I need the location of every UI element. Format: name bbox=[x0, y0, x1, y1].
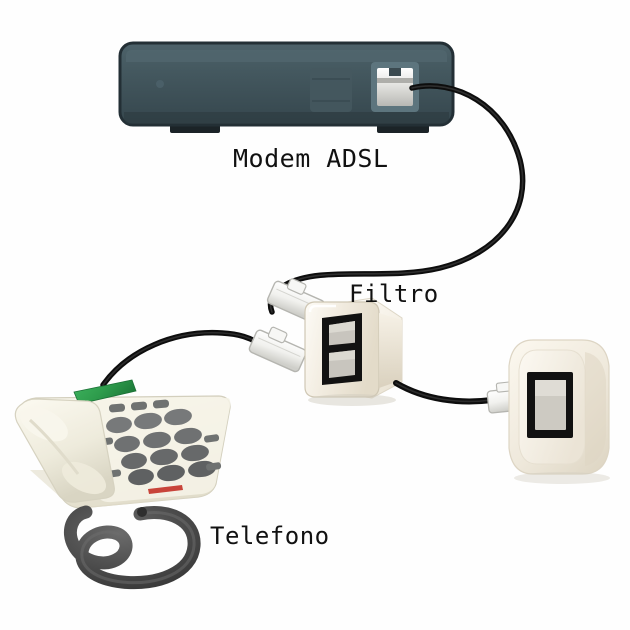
phone-key-1[interactable] bbox=[105, 415, 133, 434]
phone-key-8[interactable] bbox=[149, 447, 179, 467]
modem-body bbox=[118, 41, 455, 127]
phone-keypad[interactable] bbox=[105, 407, 217, 487]
label-telefono: Telefono bbox=[210, 522, 330, 550]
cable-phone-to-filter bbox=[100, 329, 261, 388]
phone-brand-accent bbox=[148, 485, 183, 494]
filter-side-face bbox=[379, 313, 402, 388]
filter-edge-highlight bbox=[308, 304, 336, 313]
label-filtro: Filtro bbox=[349, 280, 439, 308]
phone-key-7[interactable] bbox=[120, 451, 148, 470]
filter-jack-bottom bbox=[322, 342, 362, 385]
cable-phone-line bbox=[100, 329, 261, 388]
plug-seam-bottom bbox=[258, 337, 301, 358]
label-modem-adsl: Modem ADSL bbox=[233, 144, 389, 173]
wall-socket-jack-inner-highlight bbox=[535, 380, 566, 396]
cable-phone-highlight bbox=[102, 331, 259, 386]
device-modem-adsl bbox=[118, 41, 455, 133]
filter-shadow bbox=[308, 394, 396, 406]
plug-phone-into-filter bbox=[248, 326, 307, 373]
phone-handset-mouthpiece bbox=[61, 461, 107, 495]
modem-port-socket bbox=[377, 68, 413, 106]
phone-key-6[interactable] bbox=[173, 426, 203, 446]
cable-wall-highlight bbox=[395, 382, 493, 403]
phone-function-key-1[interactable] bbox=[108, 403, 126, 413]
modem-adsl-port bbox=[371, 62, 419, 112]
modem-vent-panel bbox=[310, 68, 352, 112]
phone-handset-earpiece bbox=[20, 406, 68, 442]
phone-cord-anchor bbox=[137, 507, 147, 517]
device-filtro bbox=[304, 297, 403, 406]
device-telefono bbox=[14, 379, 231, 590]
phone-key-0[interactable] bbox=[156, 463, 186, 483]
modem-logo-dot bbox=[156, 80, 164, 88]
phone-key-2[interactable] bbox=[133, 411, 163, 431]
modem-port-clip bbox=[389, 68, 401, 76]
wall-socket-side-shade bbox=[585, 352, 606, 466]
phone-key-5[interactable] bbox=[142, 430, 172, 450]
modem-bottom-shade bbox=[124, 112, 449, 124]
plug-clip-top bbox=[286, 278, 307, 295]
phone-handset-cord-highlight bbox=[80, 511, 196, 585]
phone-key-3[interactable] bbox=[163, 407, 193, 427]
modem-port-slot bbox=[377, 78, 413, 83]
modem-top-bevel bbox=[126, 50, 447, 62]
wall-socket-shadow bbox=[514, 472, 610, 484]
plug-clip-bottom bbox=[267, 326, 288, 344]
phone-display bbox=[73, 379, 137, 405]
phone-side-key-right-1[interactable] bbox=[204, 434, 220, 443]
device-wall-socket bbox=[508, 339, 610, 484]
filter-jack-bottom-inner-highlight bbox=[329, 350, 355, 361]
filter-jack-top-inner-highlight bbox=[329, 321, 355, 333]
cable-wall-line bbox=[393, 380, 495, 405]
phone-side-key-right-2[interactable] bbox=[206, 462, 222, 471]
phone-handset-groove bbox=[28, 418, 80, 475]
cable-filter-to-wall bbox=[393, 380, 495, 405]
phone-function-key-3[interactable] bbox=[152, 399, 170, 409]
phone-key-9[interactable] bbox=[180, 443, 210, 463]
phone-function-key-2[interactable] bbox=[130, 401, 148, 411]
phone-key-star[interactable] bbox=[127, 467, 155, 486]
phone-key-4[interactable] bbox=[113, 434, 141, 453]
wall-socket-jack bbox=[527, 372, 573, 438]
